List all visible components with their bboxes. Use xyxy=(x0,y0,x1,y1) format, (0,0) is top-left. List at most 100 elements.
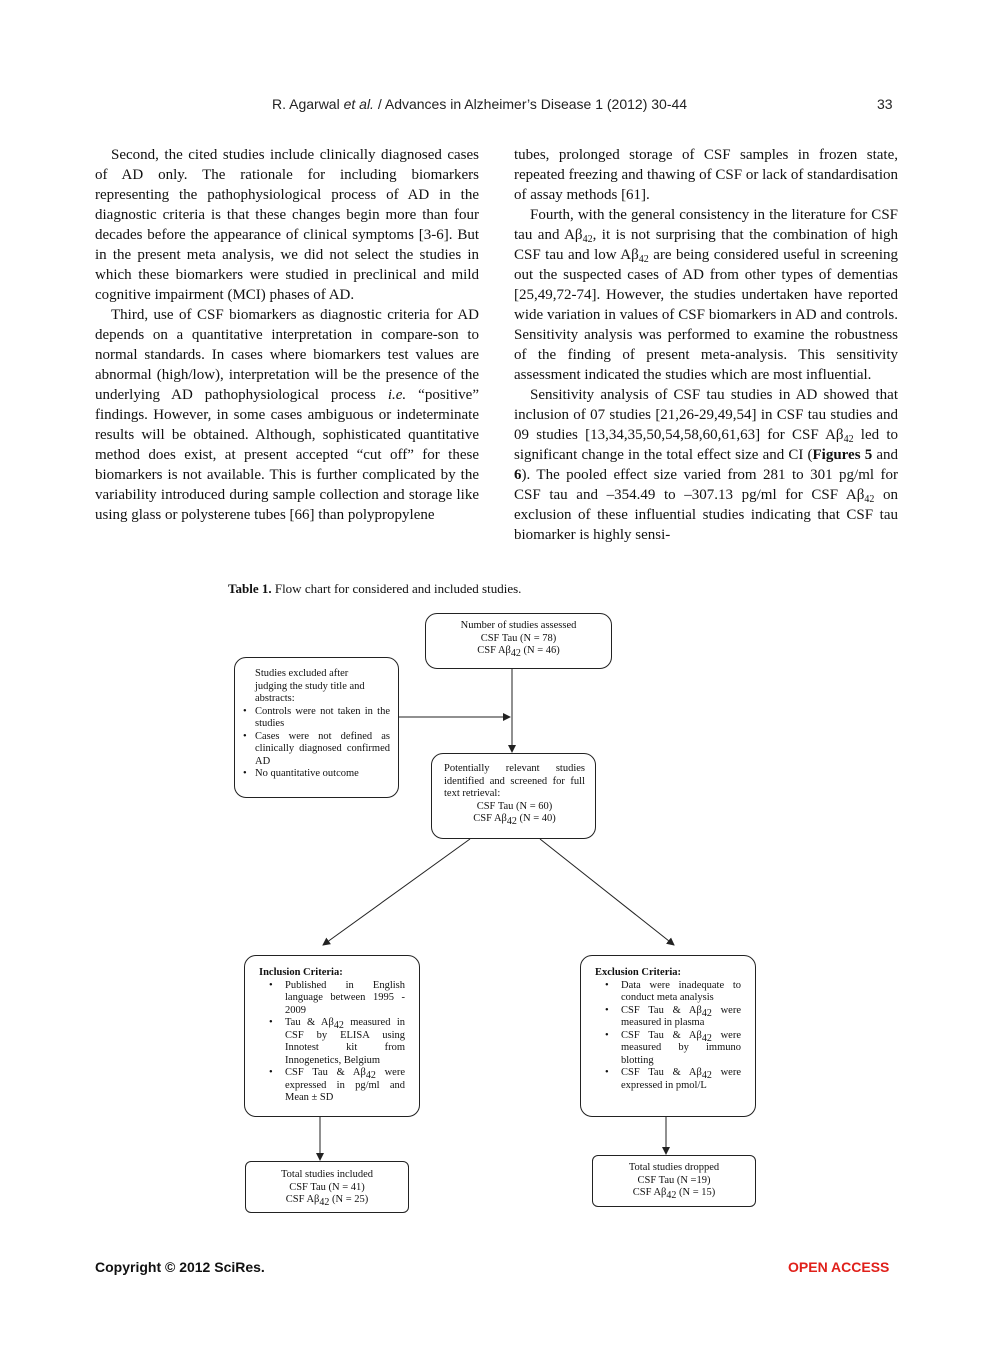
arrow-to-inclusion xyxy=(322,838,471,946)
paragraph-fourth: Fourth, with the general consistency in … xyxy=(514,205,898,385)
text-run: CSF Aβ xyxy=(632,1187,667,1198)
included-title: Total studies included xyxy=(281,1169,373,1180)
list-item: No quantitative outcome xyxy=(241,768,390,781)
text-run: CSF Tau & Aβ xyxy=(621,1067,702,1078)
exclusion-title: Exclusion Criteria: xyxy=(595,967,682,978)
text-run: led to significant change in the total e… xyxy=(514,427,898,463)
list-item: Tau & Aβ42 measured in CSF by ELISA usin… xyxy=(259,1017,405,1067)
text-run: CSF Tau & Aβ xyxy=(621,1004,702,1016)
subscript: 42 xyxy=(843,434,854,445)
caption-label: Table 1. xyxy=(228,581,272,596)
excluded-line-1: Studies excluded after xyxy=(255,668,349,679)
caption-text: Flow chart for considered and included s… xyxy=(271,581,522,596)
box-studies-excluded: Studies excluded after judging the study… xyxy=(234,657,399,798)
subscript: 42 xyxy=(365,1070,376,1081)
subscript: 42 xyxy=(701,1032,712,1044)
subscript: 42 xyxy=(701,1070,712,1081)
list-item: CSF Tau & Aβ42 were expressed in pmol/L xyxy=(595,1067,741,1092)
box-total-included: Total studies included CSF Tau (N = 41) … xyxy=(245,1161,409,1213)
subscript: 42 xyxy=(319,1197,330,1208)
figure-ref-5[interactable]: Figures 5 xyxy=(812,447,873,463)
header-etal: et al. xyxy=(343,96,374,112)
subscript: 42 xyxy=(864,494,875,505)
box-exclusion-criteria: Exclusion Criteria: Data were inadequate… xyxy=(580,955,756,1117)
box-total-dropped: Total studies dropped CSF Tau (N =19) CS… xyxy=(592,1155,756,1207)
text-run: (N = 46) xyxy=(520,645,560,656)
list-item: Published in English language between 19… xyxy=(259,980,405,1018)
text-run: Tau & Aβ xyxy=(285,1017,334,1028)
subscript: 42 xyxy=(701,1007,712,1019)
left-column: Second, the cited studies include clinic… xyxy=(95,145,479,525)
right-column: tubes, prolonged storage of CSF samples … xyxy=(514,145,898,545)
list-item: Data were inadequate to conduct meta ana… xyxy=(595,980,741,1005)
text-run: (N = 25) xyxy=(329,1194,369,1205)
text-run: , it is not surprising that the combinat… xyxy=(514,227,898,263)
text-run: were expressed in pg/ml and Mean ± SD xyxy=(285,1067,405,1103)
list-item: CSF Tau & Aβ42 were measured in plasma xyxy=(595,1005,741,1030)
excluded-line-3: abstracts: xyxy=(255,693,295,704)
text-run: CSF Aβ xyxy=(473,813,507,824)
paragraph-third: Third, use of CSF biomarkers as diagnost… xyxy=(95,305,479,525)
dropped-tau: CSF Tau (N =19) xyxy=(637,1174,711,1186)
open-access-label: OPEN ACCESS xyxy=(788,1259,890,1275)
text-run: were expressed in pmol/L xyxy=(621,1067,741,1091)
text-run: ). The pooled effect size varied from 28… xyxy=(514,467,898,503)
subscript: 42 xyxy=(666,1190,677,1201)
text-run: Fourth, with the general consistency in … xyxy=(514,207,898,243)
exclusion-list: Data were inadequate to conduct meta ana… xyxy=(595,980,741,1093)
text-ie: i.e. xyxy=(387,387,407,403)
inclusion-title: Inclusion Criteria: xyxy=(259,967,343,978)
box-studies-assessed: Number of studies assessed CSF Tau (N = … xyxy=(425,613,612,669)
paragraph-second: Second, the cited studies include clinic… xyxy=(95,147,479,303)
relevant-tau: CSF Tau (N = 60) xyxy=(476,800,553,812)
text-run: Third, use of CSF biomarkers as diagnost… xyxy=(95,307,479,403)
included-tau: CSF Tau (N = 41) xyxy=(289,1181,365,1193)
text-run: (N = 40) xyxy=(516,813,556,824)
text-run: are being considered useful in screening… xyxy=(514,247,898,383)
text-run: Sensitivity analysis of CSF tau studies … xyxy=(514,387,898,443)
text-run: “positive” findings. However, in some ca… xyxy=(95,387,479,523)
table-caption: Table 1. Flow chart for considered and i… xyxy=(228,581,521,597)
included-ab: CSF Aβ42 (N = 25) xyxy=(246,1194,408,1208)
text-run: CSF Aβ xyxy=(285,1194,320,1205)
list-item: Cases were not defined as clinically dia… xyxy=(241,731,390,769)
list-item: Controls were not taken in the studies xyxy=(241,706,390,731)
running-header: R. Agarwal et al. / Advances in Alzheime… xyxy=(272,96,687,112)
figure-ref-6[interactable]: 6 xyxy=(514,467,522,483)
relevant-ab: CSF Aβ42 (N = 40) xyxy=(444,813,585,827)
dropped-title: Total studies dropped xyxy=(628,1162,720,1173)
dropped-ab: CSF Aβ42 (N = 15) xyxy=(593,1187,755,1201)
paragraph-sensitivity: Sensitivity analysis of CSF tau studies … xyxy=(514,385,898,545)
subscript: 42 xyxy=(510,648,521,659)
list-item: CSF Tau & Aβ42 were expressed in pg/ml a… xyxy=(259,1067,405,1105)
page-number: 33 xyxy=(877,96,893,112)
text-run: (N = 15) xyxy=(676,1187,716,1198)
list-item: CSF Tau & Aβ42 were measured by immuno b… xyxy=(595,1030,741,1068)
assessed-ab: CSF Aβ42 (N = 46) xyxy=(426,645,611,659)
excluded-list: Controls were not taken in the studies C… xyxy=(241,706,390,781)
excluded-line-2: judging the study title and xyxy=(255,680,365,692)
box-potentially-relevant: Potentially relevant studies identified … xyxy=(431,753,596,839)
text-run: on exclusion of these influential studie… xyxy=(514,487,898,543)
text-run: CSF Tau & Aβ xyxy=(285,1067,366,1078)
text-run: CSF Aβ xyxy=(477,645,511,656)
text-run: measured in CSF by ELISA using Innotest … xyxy=(285,1017,405,1066)
header-journal: / Advances in Alzheimer’s Disease 1 (201… xyxy=(373,96,688,112)
header-authors: R. Agarwal xyxy=(272,96,344,112)
inclusion-list: Published in English language between 19… xyxy=(259,980,405,1105)
text-run: CSF Tau & Aβ xyxy=(621,1029,702,1041)
subscript: 42 xyxy=(582,234,593,245)
copyright-footer: Copyright © 2012 SciRes. xyxy=(95,1259,265,1275)
assessed-tau: CSF Tau (N = 78) xyxy=(480,632,557,644)
paragraph-continued: tubes, prolonged storage of CSF samples … xyxy=(514,147,898,203)
text-run: were measured in plasma xyxy=(621,1004,741,1029)
arrow-to-exclusion xyxy=(539,838,675,946)
assessed-title: Number of studies assessed xyxy=(460,620,577,631)
text-run: and xyxy=(872,447,898,463)
subscript: 42 xyxy=(333,1020,344,1031)
box-inclusion-criteria: Inclusion Criteria: Published in English… xyxy=(244,955,420,1117)
subscript: 42 xyxy=(506,816,517,827)
subscript: 42 xyxy=(638,254,649,265)
text-run: were measured by immuno blotting xyxy=(621,1029,741,1066)
